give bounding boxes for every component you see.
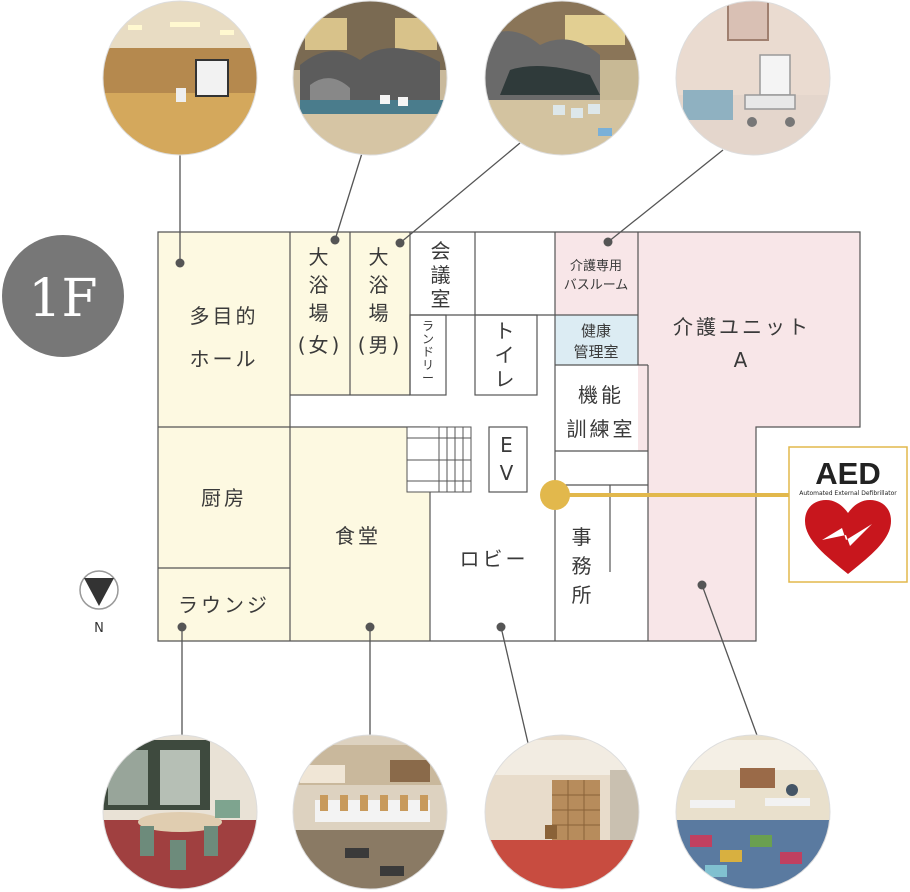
heart-icon [805,500,891,574]
pin-dining [365,622,375,632]
label-laundry-1: ラ [422,319,434,333]
photo-lobby[interactable] [482,734,642,892]
label-bath-women-4: (女) [298,333,343,357]
photo-lounge[interactable] [100,734,260,892]
photo-bath-men[interactable] [482,0,642,160]
compass: N [79,570,119,636]
stairs-icon [406,426,472,493]
label-health-2: 管理室 [573,343,618,361]
photo-hall[interactable] [100,0,260,160]
pin-bath-women [330,235,340,245]
room-care-unit[interactable] [638,232,860,641]
label-office-2: 務 [572,554,595,578]
label-lobby: ロビー [460,547,529,571]
label-meeting-2: 議 [431,263,454,287]
photo-care-bathroom[interactable] [673,0,833,160]
label-laundry-4: リ [422,358,434,372]
label-lounge: ラウンジ [178,593,270,617]
photo-bath-women[interactable] [290,0,450,160]
label-bath-men-1: 大 [369,245,392,269]
label-kitchen: 厨房 [201,486,247,510]
label-ev-2: V [500,461,517,485]
label-laundry-5: ー [422,371,434,385]
room-kitchen[interactable] [158,427,290,568]
photo-pins [175,235,707,632]
aed-title: AED [815,456,880,491]
pin-bath-men [395,238,405,248]
label-ev-1: E [500,433,516,457]
label-care-unit-1: 介護ユニット [673,315,811,339]
aed-location-dot [540,480,570,510]
label-training-1: 機能 [578,383,624,407]
aed-marker [540,480,790,510]
label-bath-women-1: 大 [309,245,332,269]
label-office-3: 所 [572,583,595,607]
room-care-bathroom[interactable] [555,232,638,315]
lightning-icon [822,524,872,546]
pin-care-unit [697,580,707,590]
pin-lobby [496,622,506,632]
pin-hall [175,258,185,268]
label-toilet-2: イ [495,343,518,367]
room-bath-men[interactable] [350,232,410,395]
label-bath-women-3: 場 [309,301,332,325]
label-hall-2: ホール [190,347,259,371]
label-health-1: 健康 [581,322,611,340]
label-bath-men-3: 場 [369,301,392,325]
label-care-bath-1: 介護専用 [570,258,622,274]
room-bath-women[interactable] [290,232,350,395]
label-dining: 食堂 [335,524,381,548]
label-meeting-3: 室 [431,287,454,311]
aed-subtitle: Automated External Defibrillator [799,490,897,497]
room-health[interactable] [555,315,638,365]
photo-dining[interactable] [290,734,450,892]
photo-connectors [179,142,759,744]
photo-care-unit[interactable] [673,734,833,892]
label-toilet-1: ト [495,319,518,343]
floor-badge-label: 1F [28,269,97,329]
aed-sign[interactable]: AED Automated External Defibrillator [788,446,908,583]
pin-care-bathroom [603,237,613,247]
label-hall-1: 多目的 [190,304,259,328]
label-laundry-3: ド [422,345,434,359]
label-meeting-1: 会 [431,239,454,263]
floor-badge: 1F [2,235,124,357]
label-training-2: 訓練室 [567,417,636,441]
label-bath-men-2: 浴 [369,273,392,297]
label-bath-men-4: (男) [358,333,403,357]
label-laundry-2: ン [422,332,434,346]
room-labels: 多目的 ホール 大 浴 場 (女) 大 浴 場 (男) 会 議 室 ラ ン ド … [178,239,811,617]
label-care-unit-2: A [734,348,751,372]
label-toilet-3: レ [495,367,518,391]
compass-arrow-icon [84,578,114,606]
label-office-1: 事 [572,525,595,549]
pin-lounge [177,622,187,632]
compass-label: N [94,621,104,636]
label-bath-women-2: 浴 [309,273,332,297]
label-care-bath-2: バスルーム [564,278,629,293]
